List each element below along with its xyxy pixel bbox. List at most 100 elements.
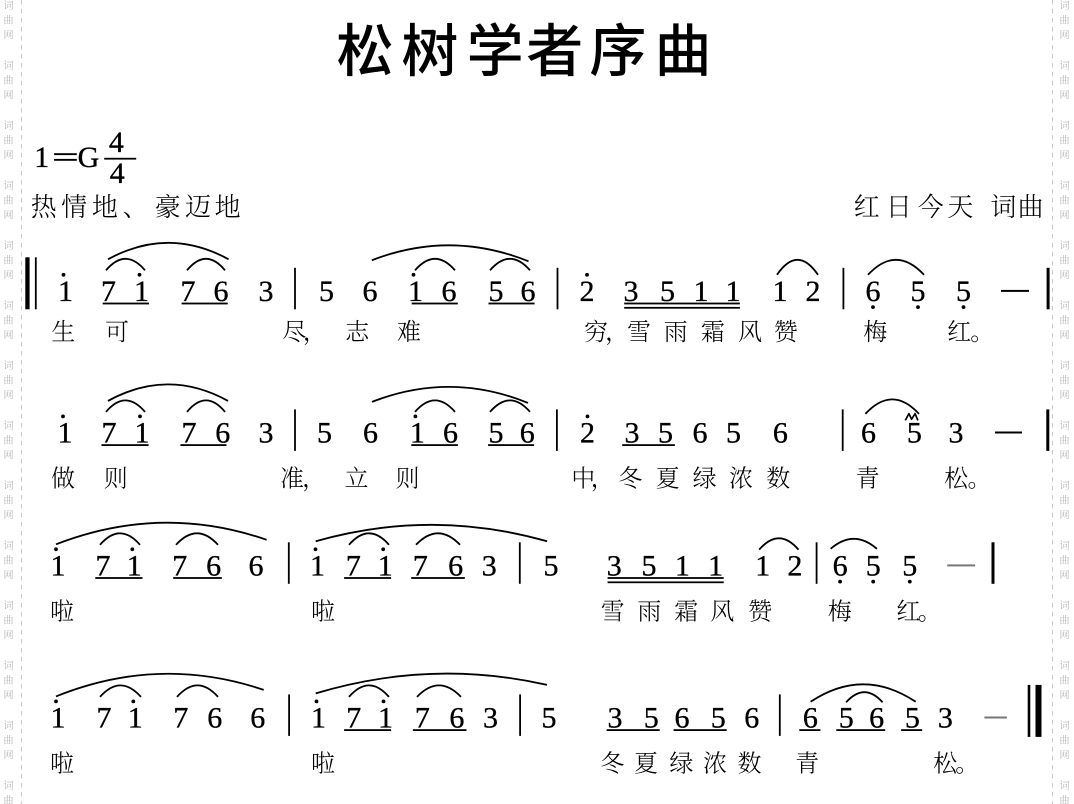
- svg-text:网: 网: [1060, 386, 1070, 401]
- svg-text:6: 6: [448, 550, 463, 583]
- svg-text:网: 网: [4, 686, 14, 701]
- svg-text:词: 词: [4, 417, 14, 432]
- svg-text:曲: 曲: [4, 72, 14, 87]
- svg-text:生: 生: [51, 312, 75, 347]
- svg-text:词: 词: [4, 0, 14, 12]
- svg-text:风: 风: [738, 312, 762, 347]
- svg-text:冬: 冬: [600, 743, 624, 778]
- svg-text:曲: 曲: [1060, 672, 1070, 687]
- svg-text:啦: 啦: [311, 591, 335, 626]
- svg-text:网: 网: [1060, 506, 1070, 521]
- svg-text:数: 数: [766, 458, 790, 493]
- svg-text:1: 1: [773, 275, 788, 308]
- svg-text:天: 天: [947, 187, 973, 224]
- svg-text:1: 1: [58, 417, 73, 450]
- svg-text:学: 学: [467, 6, 524, 88]
- svg-text:1: 1: [58, 275, 73, 308]
- svg-text:，: ，: [303, 312, 327, 347]
- svg-text:1: 1: [410, 417, 425, 450]
- svg-text:网: 网: [1060, 686, 1070, 701]
- svg-text:曲: 曲: [4, 672, 14, 687]
- svg-text:，: ，: [302, 458, 326, 493]
- svg-text:1: 1: [378, 550, 393, 583]
- svg-text:网: 网: [4, 626, 14, 641]
- svg-text:1: 1: [708, 550, 723, 583]
- svg-text:绿: 绿: [693, 458, 717, 493]
- svg-text:豪: 豪: [155, 187, 181, 224]
- svg-text:5: 5: [911, 275, 926, 308]
- svg-text:词: 词: [1060, 237, 1070, 252]
- svg-text:1: 1: [755, 550, 770, 583]
- svg-text:网: 网: [1060, 206, 1070, 221]
- svg-text:青: 青: [856, 458, 880, 493]
- svg-text:迈: 迈: [185, 187, 211, 224]
- svg-text:1: 1: [134, 275, 149, 308]
- svg-text:5: 5: [489, 417, 504, 450]
- svg-text:情: 情: [61, 187, 87, 224]
- svg-text:6: 6: [521, 275, 536, 308]
- svg-text:5: 5: [658, 417, 673, 450]
- svg-text:赞: 赞: [774, 312, 799, 347]
- svg-text:6: 6: [449, 702, 464, 735]
- svg-text:6: 6: [214, 275, 229, 308]
- svg-text:松: 松: [944, 458, 969, 493]
- svg-text:1: 1: [34, 141, 49, 174]
- svg-text:7: 7: [346, 702, 361, 735]
- svg-text:曲: 曲: [1060, 432, 1070, 447]
- svg-text:7: 7: [346, 550, 361, 583]
- svg-text:。: 。: [918, 591, 942, 626]
- svg-text:今: 今: [918, 187, 944, 224]
- svg-text:1: 1: [127, 550, 142, 583]
- svg-text:6: 6: [869, 702, 884, 735]
- svg-text:5: 5: [489, 275, 504, 308]
- svg-text:3: 3: [608, 702, 623, 735]
- svg-text:网: 网: [1060, 26, 1070, 41]
- svg-text:3: 3: [259, 417, 274, 450]
- svg-text:词: 词: [1060, 57, 1070, 72]
- svg-text:词: 词: [4, 657, 14, 672]
- svg-text:6: 6: [443, 417, 458, 450]
- svg-text:1: 1: [311, 702, 326, 735]
- svg-text:6: 6: [773, 417, 788, 450]
- svg-text:青: 青: [795, 743, 819, 778]
- svg-text:词: 词: [4, 57, 14, 72]
- svg-text:，: ，: [591, 458, 615, 493]
- svg-text:词: 词: [4, 237, 14, 252]
- svg-text:霜: 霜: [701, 312, 725, 347]
- svg-text:地: 地: [215, 187, 241, 224]
- svg-text:5: 5: [902, 550, 917, 583]
- svg-text:1: 1: [378, 702, 393, 735]
- svg-text:词: 词: [1060, 477, 1070, 492]
- svg-text:夏: 夏: [656, 458, 680, 493]
- svg-text:1: 1: [51, 550, 66, 583]
- svg-text:1: 1: [135, 417, 150, 450]
- svg-text:红: 红: [854, 187, 880, 224]
- svg-text:7: 7: [173, 702, 188, 735]
- svg-text:热: 热: [31, 187, 57, 224]
- svg-text:5: 5: [726, 417, 741, 450]
- svg-text:2: 2: [806, 275, 821, 308]
- svg-text:曲: 曲: [1060, 552, 1070, 567]
- svg-text:6: 6: [363, 417, 378, 450]
- svg-text:曲: 曲: [4, 132, 14, 147]
- svg-text:词: 词: [1060, 177, 1070, 192]
- svg-text:词: 词: [4, 117, 14, 132]
- svg-text:词: 词: [1060, 357, 1070, 372]
- svg-text:雨: 雨: [664, 312, 688, 347]
- svg-text:曲: 曲: [4, 432, 14, 447]
- svg-text:6: 6: [520, 417, 535, 450]
- svg-text:雪: 雪: [627, 312, 651, 347]
- svg-text:6: 6: [833, 550, 848, 583]
- svg-text:1: 1: [675, 550, 690, 583]
- svg-text:准: 准: [280, 458, 304, 493]
- svg-text:网: 网: [4, 566, 14, 581]
- svg-text:冬: 冬: [618, 458, 642, 493]
- svg-text:3: 3: [938, 702, 953, 735]
- svg-text:绿: 绿: [669, 743, 693, 778]
- svg-text:5: 5: [956, 275, 971, 308]
- svg-text:词: 词: [4, 537, 14, 552]
- svg-text:雪: 雪: [601, 591, 625, 626]
- svg-text:穷: 穷: [584, 312, 608, 347]
- svg-text:7: 7: [102, 417, 117, 450]
- svg-text:7: 7: [172, 550, 187, 583]
